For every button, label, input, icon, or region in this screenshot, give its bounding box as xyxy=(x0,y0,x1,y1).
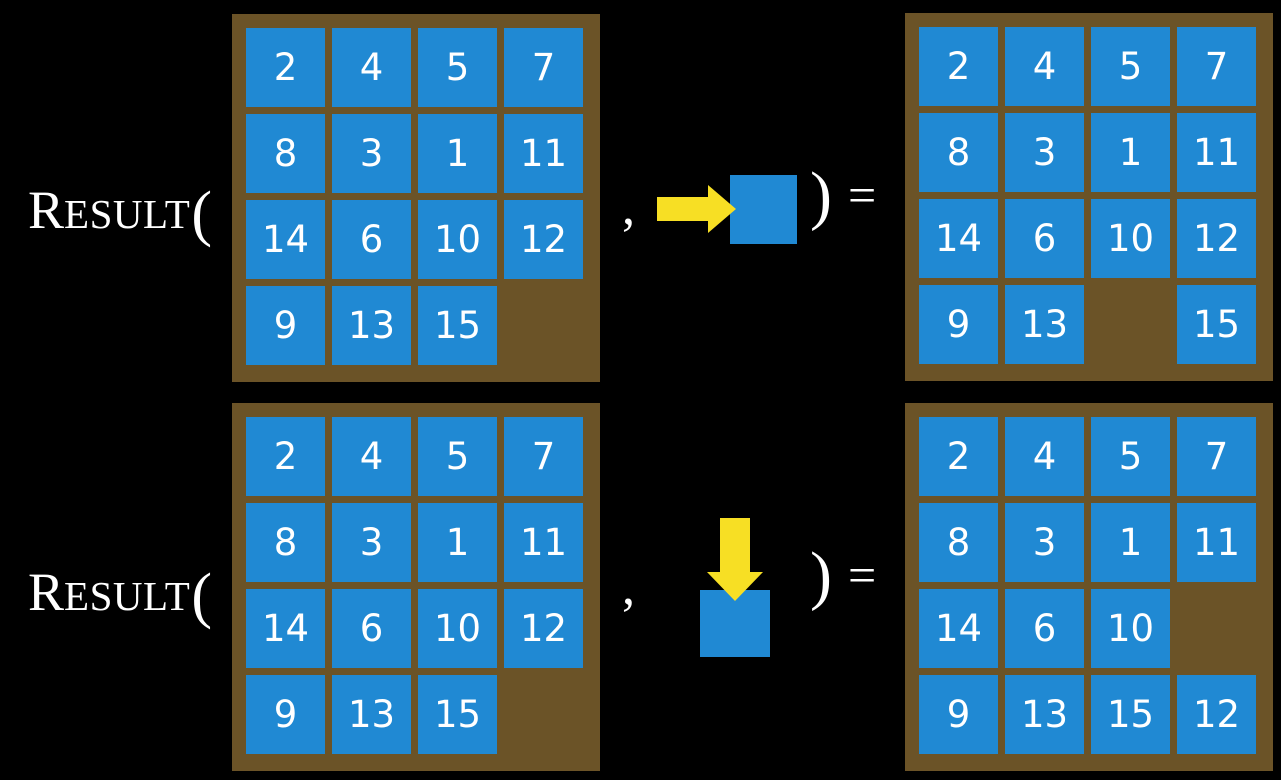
tile-8[interactable]: 8 xyxy=(246,114,325,193)
tile-3[interactable]: 3 xyxy=(1005,113,1084,192)
tile-4[interactable]: 4 xyxy=(332,417,411,496)
arrow-right-icon xyxy=(657,185,736,233)
tile-10[interactable]: 10 xyxy=(418,589,497,668)
move-down xyxy=(690,500,810,680)
tile-2[interactable]: 2 xyxy=(246,28,325,107)
arrow-down-icon xyxy=(707,518,763,601)
tile-15[interactable]: 15 xyxy=(1091,675,1170,754)
tile-1[interactable]: 1 xyxy=(418,503,497,582)
tile-12[interactable]: 12 xyxy=(1177,675,1256,754)
tile-5[interactable]: 5 xyxy=(1091,417,1170,496)
tile-10[interactable]: 10 xyxy=(418,200,497,279)
tile-blank xyxy=(504,675,583,754)
tile-1[interactable]: 1 xyxy=(418,114,497,193)
tile-11[interactable]: 11 xyxy=(504,114,583,193)
tile-3[interactable]: 3 xyxy=(1005,503,1084,582)
tile-12[interactable]: 12 xyxy=(504,200,583,279)
tile-5[interactable]: 5 xyxy=(418,28,497,107)
tile-blank xyxy=(504,286,583,365)
tile-4[interactable]: 4 xyxy=(1005,27,1084,106)
tile-9[interactable]: 9 xyxy=(246,675,325,754)
tile-14[interactable]: 14 xyxy=(246,589,325,668)
result-label-cap: R xyxy=(28,562,65,622)
tile-6[interactable]: 6 xyxy=(332,589,411,668)
tile-4[interactable]: 4 xyxy=(1005,417,1084,496)
tile-6[interactable]: 6 xyxy=(332,200,411,279)
tile-8[interactable]: 8 xyxy=(246,503,325,582)
tile-4[interactable]: 4 xyxy=(332,28,411,107)
tile-15[interactable]: 15 xyxy=(418,286,497,365)
tile-10[interactable]: 10 xyxy=(1091,199,1170,278)
tile-1[interactable]: 1 xyxy=(1091,503,1170,582)
tile-8[interactable]: 8 xyxy=(919,503,998,582)
move-right xyxy=(650,160,810,260)
tile-6[interactable]: 6 xyxy=(1005,589,1084,668)
tile-11[interactable]: 11 xyxy=(504,503,583,582)
open-paren-bottom: ( xyxy=(191,562,212,630)
tile-3[interactable]: 3 xyxy=(332,503,411,582)
tile-14[interactable]: 14 xyxy=(246,200,325,279)
tile-9[interactable]: 9 xyxy=(919,675,998,754)
tile-13[interactable]: 13 xyxy=(1005,675,1084,754)
tile-blank xyxy=(1177,589,1256,668)
tile-15[interactable]: 15 xyxy=(418,675,497,754)
tile-5[interactable]: 5 xyxy=(1091,27,1170,106)
tile-2[interactable]: 2 xyxy=(246,417,325,496)
tile-15[interactable]: 15 xyxy=(1177,285,1256,364)
tile-11[interactable]: 11 xyxy=(1177,113,1256,192)
tile-13[interactable]: 13 xyxy=(332,675,411,754)
move-blank-tile-right xyxy=(730,175,797,244)
tile-8[interactable]: 8 xyxy=(919,113,998,192)
tile-12[interactable]: 12 xyxy=(1177,199,1256,278)
tile-2[interactable]: 2 xyxy=(919,27,998,106)
tile-13[interactable]: 13 xyxy=(332,286,411,365)
tile-7[interactable]: 7 xyxy=(1177,417,1256,496)
result-label-rest: ESULT xyxy=(64,191,191,237)
move-blank-tile-down xyxy=(700,590,770,657)
tile-3[interactable]: 3 xyxy=(332,114,411,193)
tile-9[interactable]: 9 xyxy=(919,285,998,364)
tile-2[interactable]: 2 xyxy=(919,417,998,496)
comma-bottom: , xyxy=(622,559,635,616)
tile-1[interactable]: 1 xyxy=(1091,113,1170,192)
tile-7[interactable]: 7 xyxy=(504,28,583,107)
tile-11[interactable]: 11 xyxy=(1177,503,1256,582)
comma-top: , xyxy=(622,179,635,236)
equals-top: = xyxy=(848,167,877,223)
result-label-rest: ESULT xyxy=(64,573,191,619)
open-paren-top: ( xyxy=(191,180,212,248)
tile-10[interactable]: 10 xyxy=(1091,589,1170,668)
tile-13[interactable]: 13 xyxy=(1005,285,1084,364)
tile-7[interactable]: 7 xyxy=(504,417,583,496)
close-paren-bottom: ) xyxy=(810,539,832,612)
equals-bottom: = xyxy=(848,547,877,603)
tile-12[interactable]: 12 xyxy=(504,589,583,668)
tile-5[interactable]: 5 xyxy=(418,417,497,496)
tile-6[interactable]: 6 xyxy=(1005,199,1084,278)
tile-14[interactable]: 14 xyxy=(919,199,998,278)
tile-blank xyxy=(1091,285,1170,364)
close-paren-top: ) xyxy=(810,159,832,232)
result-label-cap: R xyxy=(28,180,65,240)
tile-14[interactable]: 14 xyxy=(919,589,998,668)
tile-7[interactable]: 7 xyxy=(1177,27,1256,106)
tile-9[interactable]: 9 xyxy=(246,286,325,365)
